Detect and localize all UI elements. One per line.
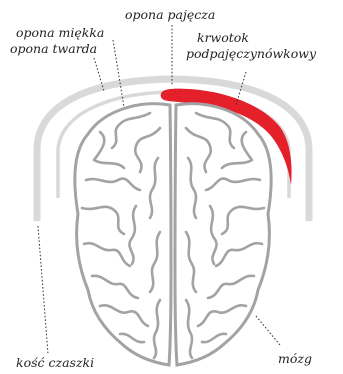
label-arachnoid: opona pajęcza	[125, 7, 215, 22]
label-hematoma-line2: podpajęczynówkowy	[186, 46, 316, 61]
label-hematoma-line1: krwotok	[197, 30, 249, 45]
leader-skull	[38, 226, 48, 354]
leader-brain	[256, 316, 280, 345]
label-pia: opona miękka	[16, 25, 104, 40]
label-skull: kość czaszki	[16, 355, 94, 370]
label-dura: opona twarda	[10, 41, 97, 56]
label-brain: mózg	[278, 351, 312, 366]
brain-illustration	[75, 104, 272, 365]
